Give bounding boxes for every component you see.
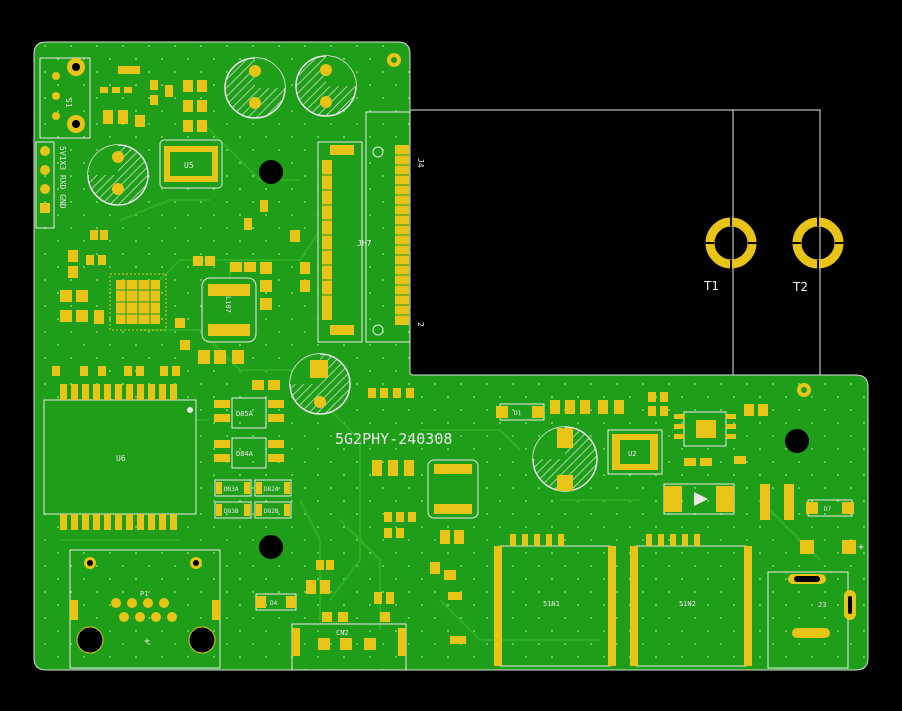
label-u6: U6: [116, 454, 126, 463]
label-p1: P1: [140, 590, 148, 598]
ic-u6: U6: [43, 384, 197, 530]
label-j4: J4: [416, 158, 425, 168]
plus-mark-1: +: [144, 636, 150, 647]
inductor-l107: L107: [201, 277, 257, 343]
label-pin2: 2: [416, 322, 425, 327]
connector-p1: P1 +: [69, 549, 221, 669]
label-u5: U5: [184, 161, 194, 170]
label-d7: D7: [824, 506, 832, 513]
mounting-hole-icon: [188, 626, 216, 654]
label-d3a: D83A: [224, 486, 239, 493]
electrolytic-capacitor-icon: [224, 57, 286, 119]
label-d2a: D82A: [264, 486, 279, 493]
passive-cluster-mid: [52, 200, 414, 398]
diode-pairs: D83A D82A D83B D82B: [214, 479, 292, 519]
label-j3: J3: [818, 601, 826, 609]
diode-array-d5a: D85A: [214, 397, 284, 429]
switch-s1: S1: [39, 57, 91, 139]
plus-mark-2: +: [858, 542, 864, 553]
test-point-t1: [702, 214, 760, 272]
label-t1: T1: [703, 279, 719, 293]
label-d1: D1: [514, 410, 522, 417]
label-d4a: D84A: [236, 450, 254, 458]
diode-d4: D4: [255, 593, 297, 611]
electrolytic-capacitor-icon: [532, 426, 598, 492]
label-d5a: D85A: [236, 410, 254, 418]
mounting-hole-icon: [785, 429, 809, 453]
label-51n2: 51N2: [679, 600, 696, 608]
diode-d7: D7: [806, 499, 854, 517]
label-d3b: D83B: [224, 508, 239, 515]
inductor-center: [427, 459, 479, 519]
ic-soic-right: [674, 411, 736, 447]
label-t2: T2: [792, 280, 808, 294]
transformer-51n1: 51N1: [494, 534, 616, 667]
label-d2b: D82B: [264, 508, 279, 515]
electrolytic-capacitor-icon: [87, 144, 149, 206]
board-revision-label: 5G2PHY-240308: [335, 430, 452, 448]
electrolytic-capacitor-icon: [289, 353, 351, 415]
passive-cluster-top: [100, 66, 207, 132]
ic-qfn: [109, 273, 167, 331]
label-cn2: CN2: [336, 629, 349, 637]
test-point-t2: [789, 214, 847, 272]
mounting-hole-icon: [259, 160, 283, 184]
label-d4: D4: [270, 600, 278, 607]
mounting-hole-icon: [259, 535, 283, 559]
electrolytic-capacitor-icon: [295, 55, 357, 117]
label-s1: S1: [64, 98, 73, 108]
diode-d1: D1: [496, 403, 545, 421]
connector-jh7: JH7 J4 2: [317, 111, 425, 343]
label-l107: L107: [224, 296, 232, 313]
diode-large: [663, 483, 735, 515]
connector-j3: J3 +: [767, 542, 864, 669]
transformer-51n2: 51N2: [630, 534, 752, 667]
label-jh7: JH7: [357, 239, 372, 248]
label-51n1: 51N1: [543, 600, 560, 608]
inductor-u2: U2: [607, 429, 663, 475]
passive-cluster-bottom: [306, 560, 394, 622]
passive-cluster-center: [372, 460, 466, 644]
diode-array-d4a: D84A: [214, 437, 284, 469]
passive-cluster-right: [550, 392, 856, 554]
cutout-outline: [410, 109, 821, 375]
label-u2: U2: [628, 450, 636, 458]
connector-cn2: CN2: [291, 623, 407, 671]
mounting-hole-icon: [76, 626, 104, 654]
uart-header: 5V1X3 RXD GND: [35, 141, 67, 229]
label-uart-pins: 5V1X3 RXD GND: [58, 146, 67, 209]
regulator-u5: U5: [159, 139, 223, 189]
